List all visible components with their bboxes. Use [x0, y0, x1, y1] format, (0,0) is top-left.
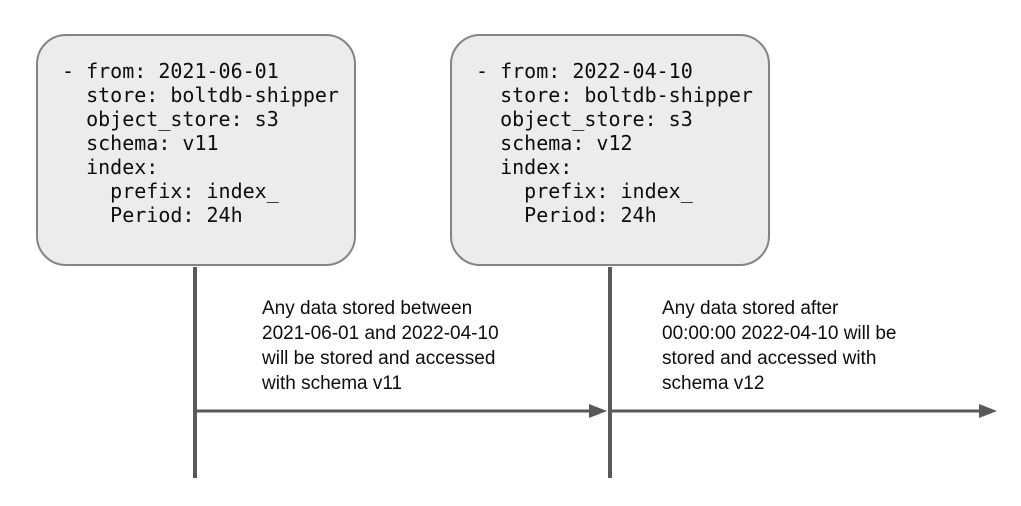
annotation-schema-v12: Any data stored after 00:00:00 2022-04-1… [662, 298, 897, 394]
timeline-arrow-v11-head-icon [589, 404, 607, 418]
config-box-v11: - from: 2021-06-01 store: boltdb-shipper… [36, 34, 356, 266]
config-box-v12: - from: 2022-04-10 store: boltdb-shipper… [450, 34, 770, 266]
config-code-v11: - from: 2021-06-01 store: boltdb-shipper… [62, 59, 339, 227]
config-code-v12: - from: 2022-04-10 store: boltdb-shipper… [476, 59, 753, 227]
annotation-schema-v11: Any data stored between 2021-06-01 and 2… [262, 298, 499, 394]
timeline-arrow-v12-head-icon [979, 404, 997, 418]
